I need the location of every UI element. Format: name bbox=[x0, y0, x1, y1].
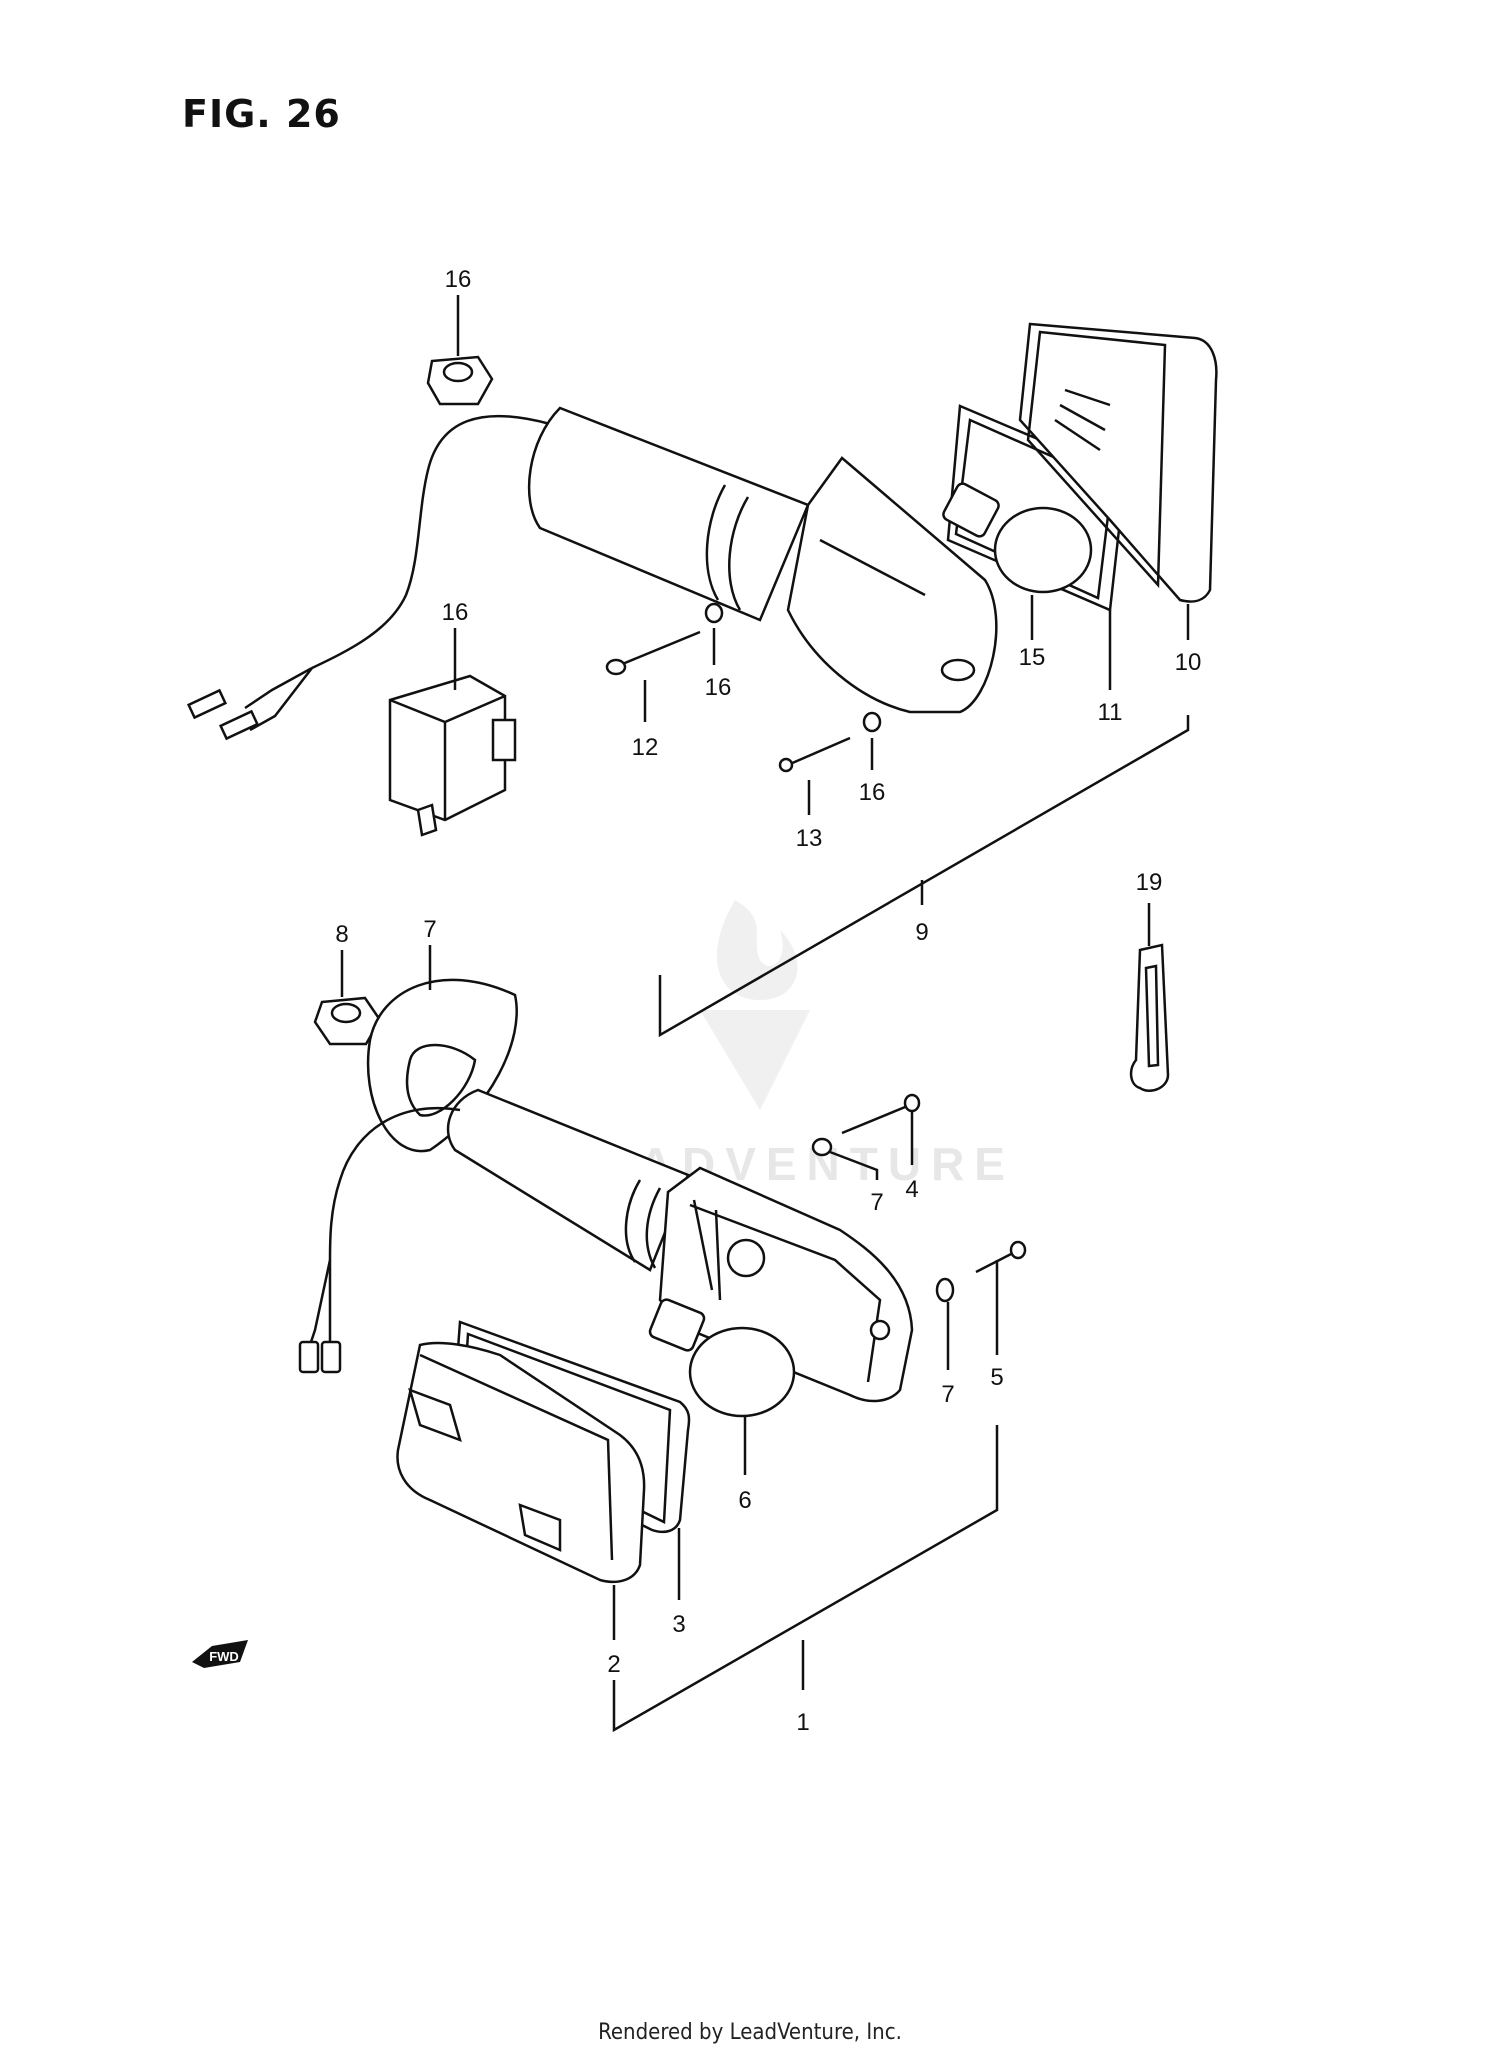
callout-1: 1 bbox=[796, 1709, 809, 1736]
footer-credit: Rendered by LeadVenture, Inc. bbox=[598, 2020, 902, 2045]
screw-5 bbox=[975, 1240, 1027, 1274]
callout-12: 11 bbox=[1098, 699, 1123, 726]
callout-8: 7 bbox=[423, 916, 436, 943]
watermark: LEADVENTURE bbox=[560, 900, 1005, 1190]
screw-13 bbox=[605, 630, 701, 676]
callout-6: 6 bbox=[738, 1487, 751, 1514]
bulb-6 bbox=[648, 1298, 796, 1418]
flasher-relay-18 bbox=[388, 674, 517, 837]
strap-19 bbox=[1129, 903, 1170, 1092]
callout-4: 4 bbox=[905, 1176, 918, 1203]
callout-16a: 16 bbox=[705, 674, 732, 701]
callout-7a: 7 bbox=[870, 1189, 883, 1216]
nut-9 bbox=[313, 996, 382, 1046]
washer-16b bbox=[862, 711, 882, 733]
bulb-15 bbox=[942, 482, 1093, 594]
callout-2: 2 bbox=[607, 1651, 620, 1678]
cover-ring-8 bbox=[366, 978, 518, 1153]
upper-turn-signal-assembly bbox=[186, 295, 1218, 1038]
washer-16a bbox=[704, 602, 724, 624]
callout-labels: 16 16 12 16 13 16 15 11 10 9 19 8 7 4 7 … bbox=[335, 266, 1201, 1736]
callout-3: 3 bbox=[672, 1611, 685, 1638]
callout-14: 13 bbox=[796, 825, 823, 852]
screw-14 bbox=[778, 736, 851, 773]
callout-16b: 16 bbox=[859, 779, 886, 806]
callout-11: 10 bbox=[1175, 649, 1202, 676]
callout-9: 8 bbox=[335, 921, 348, 948]
callout-10: 9 bbox=[915, 919, 928, 946]
forward-arrow-icon: FWD bbox=[192, 1640, 248, 1668]
callout-18: 16 bbox=[442, 599, 469, 626]
figure-title: FIG. 26 bbox=[182, 92, 341, 136]
nut-17 bbox=[426, 355, 494, 406]
callout-5: 5 bbox=[990, 1364, 1003, 1391]
screw-4 bbox=[841, 1093, 921, 1135]
callout-13: 12 bbox=[632, 734, 659, 761]
lower-turn-signal-assembly bbox=[298, 945, 1027, 1733]
washer-7a bbox=[811, 1137, 833, 1157]
washer-7b bbox=[935, 1277, 955, 1303]
callout-7b: 7 bbox=[941, 1381, 954, 1408]
callout-15: 15 bbox=[1019, 644, 1046, 671]
callout-19: 19 bbox=[1136, 869, 1163, 896]
callout-17: 16 bbox=[445, 266, 472, 293]
fwd-label: FWD bbox=[209, 1649, 239, 1664]
